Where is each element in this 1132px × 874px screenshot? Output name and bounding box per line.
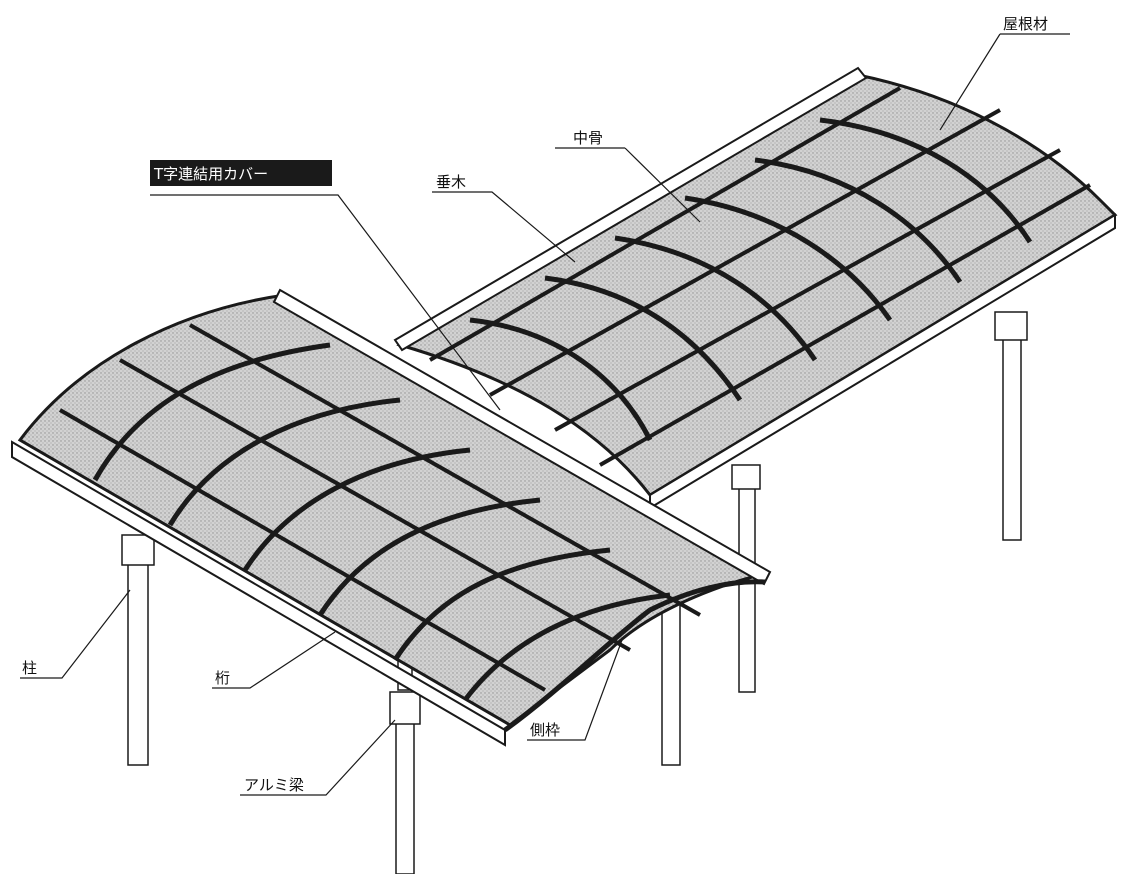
label-middle-bone: 中骨 [573, 129, 603, 147]
front-side-frame [503, 579, 766, 733]
front-beam [11, 440, 506, 747]
leader-lines [20, 33, 1070, 796]
label-beam: 桁 [215, 669, 230, 687]
t-joint-cover-highlight [150, 160, 332, 186]
rear-back-frame [393, 66, 868, 352]
label-side-frame: 側枠 [530, 721, 560, 739]
label-t-joint-cover: T字連結用カバー [153, 165, 268, 183]
label-post: 柱 [22, 659, 37, 677]
front-carport [11, 288, 772, 874]
rear-carport [393, 66, 1118, 693]
label-roof-material: 屋根材 [1003, 15, 1048, 33]
label-aluminum-beam: アルミ梁 [244, 776, 304, 794]
label-rafter: 垂木 [436, 173, 466, 191]
rear-rafters [469, 117, 1033, 442]
rear-purlins [428, 86, 1091, 467]
front-purlins [59, 323, 701, 692]
